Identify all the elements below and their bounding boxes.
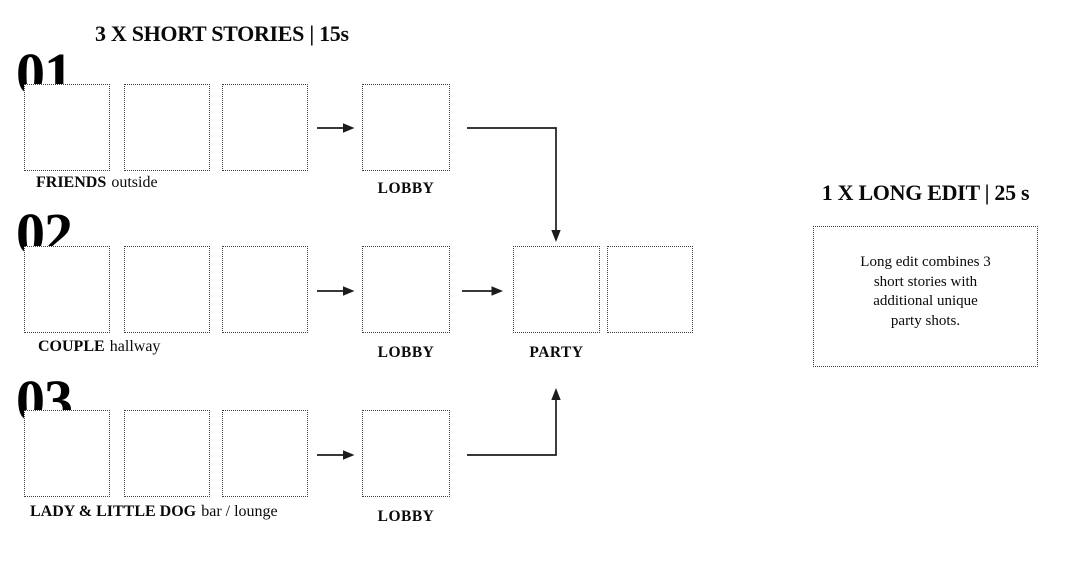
arrow-lobby2-to-party <box>462 286 503 296</box>
party-frame <box>607 246 693 333</box>
lobby-label: LOBBY <box>377 508 435 525</box>
long-edit-description-line: Long edit combines 3 <box>860 254 991 270</box>
arrow-row3-to-lobby <box>317 450 355 460</box>
long-edit-box: Long edit combines 3 short stories with … <box>813 226 1038 367</box>
long-edit-title: 1 X LONG EDIT | 25 s <box>821 180 1030 205</box>
party-label: PARTY <box>529 344 584 361</box>
connector-lobby3-up-to-party <box>467 388 561 456</box>
storyboard-frame <box>124 84 210 171</box>
storyboard-frame <box>24 84 110 171</box>
long-edit-description-line: party shots. <box>890 312 961 329</box>
scene-location: outside <box>111 174 158 191</box>
lobby-frame <box>362 410 450 497</box>
scene-name: LADY & LITTLE DOG <box>30 503 197 520</box>
scene-location: bar / lounge <box>201 503 278 520</box>
storyboard-frame <box>124 246 210 333</box>
storyboard-frame <box>222 410 308 497</box>
party-frame <box>513 246 600 333</box>
scene-location: hallway <box>109 338 161 355</box>
arrow-row2-to-lobby <box>317 286 355 296</box>
long-edit-description: Long edit combines 3 short stories with … <box>814 227 1037 331</box>
storyboard-frame <box>124 410 210 497</box>
lobby-frame <box>362 246 450 333</box>
long-edit-description-line: short stories with <box>873 273 978 290</box>
connector-lobby1-down-to-party <box>467 127 561 242</box>
lobby-label: LOBBY <box>377 344 435 361</box>
storyboard-frame <box>222 84 308 171</box>
arrow-row1-to-lobby <box>317 123 355 133</box>
storyboard-frame <box>24 410 110 497</box>
storyboard-frame <box>222 246 308 333</box>
lobby-frame <box>362 84 450 171</box>
scene-name: FRIENDS <box>36 174 107 191</box>
short-stories-title: 3 X SHORT STORIES | 15s <box>95 21 349 46</box>
long-edit-description-line: additional unique <box>873 293 978 309</box>
storyboard-frame <box>24 246 110 333</box>
lobby-label: LOBBY <box>377 180 435 197</box>
scene-name: COUPLE <box>38 338 105 355</box>
